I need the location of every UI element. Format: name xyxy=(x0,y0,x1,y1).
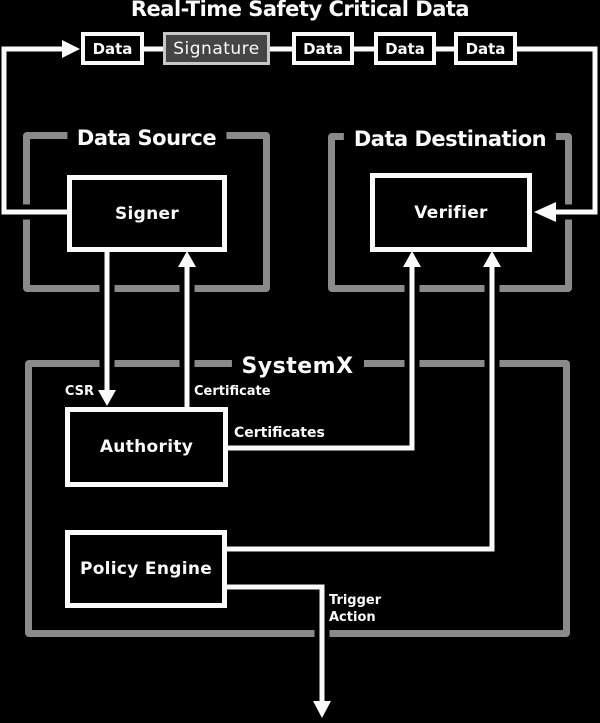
signature-box-label: Signature xyxy=(173,38,260,59)
policy-engine-box: Policy Engine xyxy=(65,530,227,608)
data-box-1-label: Data xyxy=(92,39,133,58)
authority-label: Authority xyxy=(99,437,194,457)
signer-box: Signer xyxy=(67,175,227,252)
systemx-title: SystemX xyxy=(231,353,364,380)
data-box-3-label: Data xyxy=(385,39,425,58)
data-box-1: Data xyxy=(81,32,144,65)
signature-box: Signature xyxy=(163,32,270,65)
data-box-4-label: Data xyxy=(465,39,506,58)
action-label: Action xyxy=(329,610,376,625)
arrowhead-trigger-action-out xyxy=(313,701,331,718)
trigger-label: Trigger xyxy=(329,593,382,608)
certificate-label: Certificate xyxy=(194,384,271,399)
signer-label: Signer xyxy=(114,203,180,224)
policy-engine-label: Policy Engine xyxy=(79,559,213,579)
data-box-4: Data xyxy=(454,32,517,65)
diagram-title: Real-Time Safety Critical Data xyxy=(130,0,470,21)
certificates-label: Certificates xyxy=(234,425,325,441)
data-box-3: Data xyxy=(374,32,436,65)
data-destination-title: Data Destination xyxy=(343,126,557,153)
data-box-2-label: Data xyxy=(303,39,343,58)
authority-box: Authority xyxy=(65,407,228,487)
csr-label: CSR xyxy=(64,384,94,399)
data-box-2: Data xyxy=(292,32,354,65)
verifier-box: Verifier xyxy=(370,173,532,252)
verifier-label: Verifier xyxy=(414,202,488,223)
data-source-title: Data Source xyxy=(66,125,227,152)
arrowhead-into-data-chain xyxy=(62,40,80,58)
